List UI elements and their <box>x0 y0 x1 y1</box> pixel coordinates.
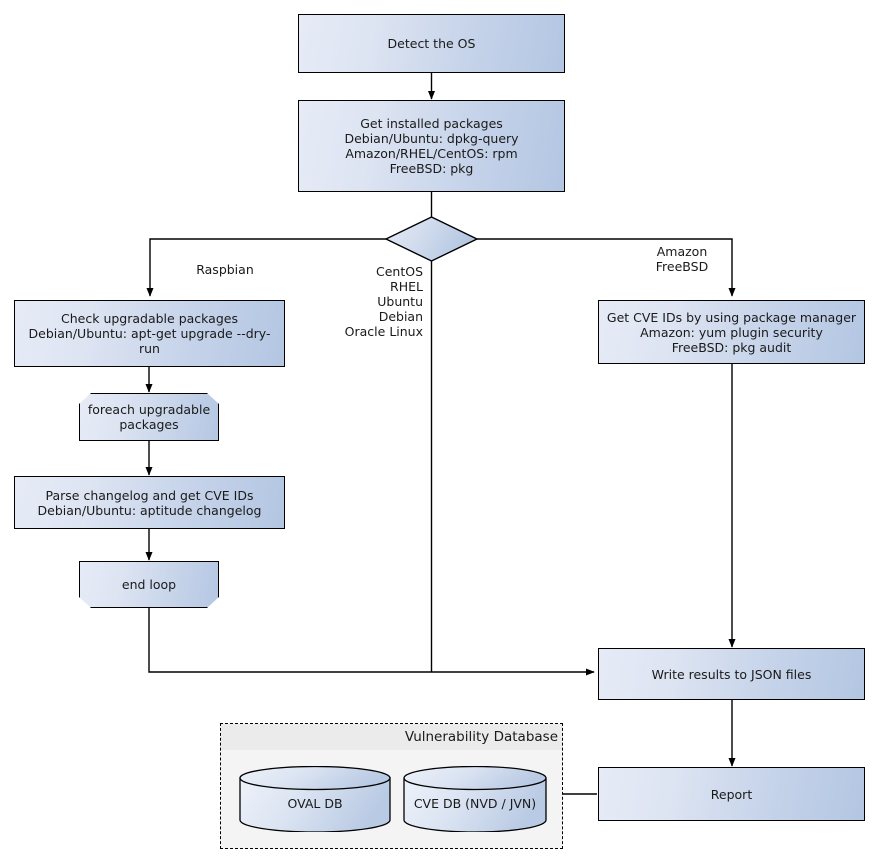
node-write-results-to-json[interactable]: Write results to JSON files <box>598 648 865 700</box>
node-end-loop-label: end loop <box>121 577 177 592</box>
node-get-cve-ids-label: Get CVE IDs by using package manager Ama… <box>606 309 857 355</box>
decision-diamond <box>384 216 479 262</box>
group-vulnerability-database: Vulnerability Database OVAL DB <box>220 723 563 849</box>
edge-endloop-to-write-results <box>148 608 595 676</box>
group-vulnerability-database-title: Vulnerability Database <box>221 724 562 750</box>
node-foreach-loop-start-label: foreach upgradable packages <box>87 402 211 432</box>
node-check-upgradable-packages-label: Check upgradable packages Debian/Ubuntu:… <box>28 311 271 356</box>
node-report[interactable]: Report <box>598 767 865 821</box>
db-cylinder-cve-label: CVE DB (NVD / JVN) <box>413 796 537 811</box>
edge-label-amazon-freebsd: Amazon FreeBSD <box>655 244 709 274</box>
node-get-installed-packages[interactable]: Get installed packages Debian/Ubuntu: dp… <box>298 100 565 192</box>
node-report-label: Report <box>710 786 753 802</box>
node-end-loop[interactable]: end loop <box>79 561 219 608</box>
node-get-installed-packages-label: Get installed packages Debian/Ubuntu: dp… <box>344 116 519 176</box>
edge-label-middle-distros: CentOS RHEL Ubuntu Debian Oracle Linux <box>344 264 423 339</box>
node-parse-changelog-label: Parse changelog and get CVE IDs Debian/U… <box>37 487 262 518</box>
node-detect-os-label: Detect the OS <box>387 36 476 51</box>
db-cylinder-cve[interactable]: CVE DB (NVD / JVN) <box>403 765 547 833</box>
node-parse-changelog[interactable]: Parse changelog and get CVE IDs Debian/U… <box>14 476 285 529</box>
node-check-upgradable-packages[interactable]: Check upgradable packages Debian/Ubuntu:… <box>14 300 285 367</box>
node-detect-os[interactable]: Detect the OS <box>298 14 565 73</box>
db-cylinder-cve-shape <box>403 765 547 833</box>
db-cylinder-oval[interactable]: OVAL DB <box>239 765 391 833</box>
db-cylinder-oval-shape <box>239 765 391 833</box>
node-write-results-to-json-label: Write results to JSON files <box>651 666 812 682</box>
node-get-cve-ids[interactable]: Get CVE IDs by using package manager Ama… <box>598 300 865 364</box>
node-foreach-loop-start[interactable]: foreach upgradable packages <box>79 393 219 441</box>
edge-label-raspbian: Raspbian <box>196 262 254 277</box>
db-cylinder-oval-label: OVAL DB <box>287 796 343 811</box>
